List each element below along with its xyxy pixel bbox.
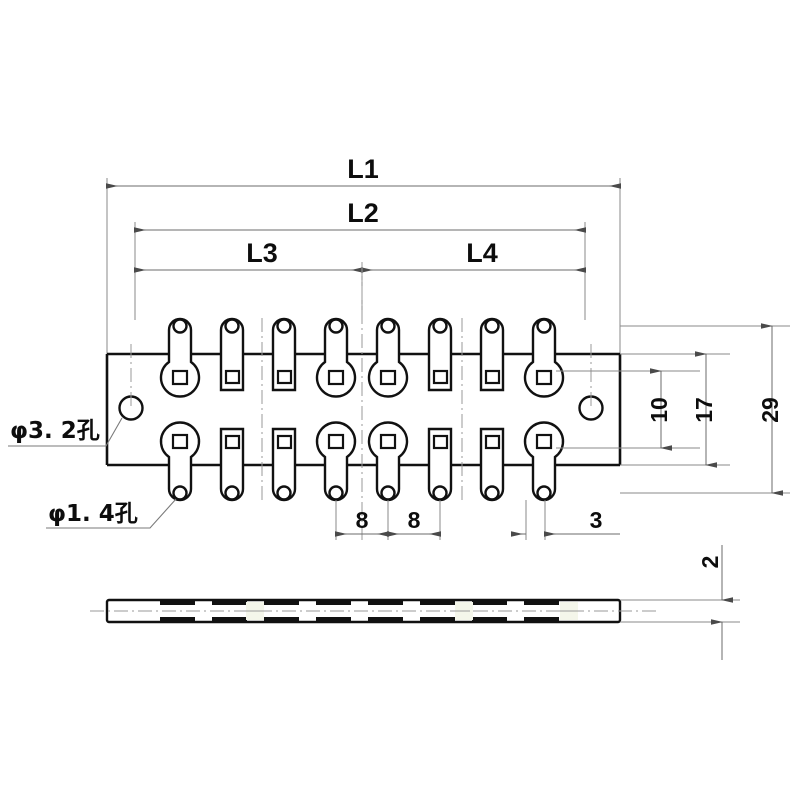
- terminal-upper-8: [523, 317, 565, 398]
- callout-label-large-hole: φ3. 2孔: [10, 418, 100, 444]
- dimension-label-29: 29: [757, 397, 783, 423]
- terminal-lower-2: [219, 427, 245, 502]
- terminal-lower-5: [367, 421, 409, 502]
- terminal-upper-2: [219, 317, 245, 392]
- callout-large-hole: φ3. 2孔: [8, 417, 123, 447]
- terminal-upper-6: [427, 317, 453, 392]
- dimension-pitch-a: 8: [335, 507, 389, 537]
- terminal-lower-4: [315, 421, 357, 502]
- dimension-label-pitch-b: 8: [408, 507, 421, 533]
- side-view: [90, 598, 660, 624]
- terminal-lower-1: [159, 421, 201, 502]
- dimension-29: 29: [757, 323, 783, 496]
- terminal-upper-1: [159, 317, 201, 398]
- terminals-upper-row: [159, 317, 565, 398]
- dimension-label-L1: L1: [347, 154, 379, 184]
- dimension-17: 17: [691, 351, 717, 468]
- terminal-lower-3: [271, 427, 297, 502]
- terminal-lower-6: [427, 427, 453, 502]
- dimension-L1: L1: [106, 154, 621, 189]
- dimension-label-10: 10: [646, 397, 672, 423]
- callout-label-small-hole: φ1. 4孔: [48, 501, 138, 527]
- dimension-label-L3: L3: [246, 238, 278, 268]
- side-view-segments-bottom: [160, 617, 559, 622]
- dimension-label-pitch-c: 3: [590, 507, 603, 533]
- dimension-label-pitch-a: 8: [356, 507, 369, 533]
- terminals-lower-row: [159, 421, 565, 502]
- terminal-upper-7: [479, 317, 505, 392]
- terminal-upper-4: [315, 317, 357, 398]
- terminal-upper-5: [367, 317, 409, 398]
- dimension-pitch-c: 3: [511, 507, 620, 537]
- dimension-L3: L3: [134, 238, 363, 273]
- dimension-thickness: 2: [620, 545, 740, 660]
- terminal-lower-8: [523, 421, 565, 502]
- callout-small-hole: φ1. 4孔: [46, 498, 177, 529]
- dimension-L4: L4: [361, 238, 586, 273]
- mounting-holes: [118, 344, 604, 421]
- side-view-segments-top: [160, 600, 559, 605]
- dimension-10: 10: [646, 368, 672, 451]
- dimension-label-thickness: 2: [697, 556, 723, 569]
- terminal-upper-3: [271, 317, 297, 392]
- dimension-label-17: 17: [691, 397, 717, 423]
- dimension-L2: L2: [134, 198, 586, 233]
- dimension-label-L4: L4: [466, 238, 498, 268]
- terminal-lower-7: [479, 427, 505, 502]
- dimension-label-L2: L2: [347, 198, 379, 228]
- terminal-center-lines: [261, 262, 463, 540]
- dimension-pitch-b: 8: [387, 507, 441, 537]
